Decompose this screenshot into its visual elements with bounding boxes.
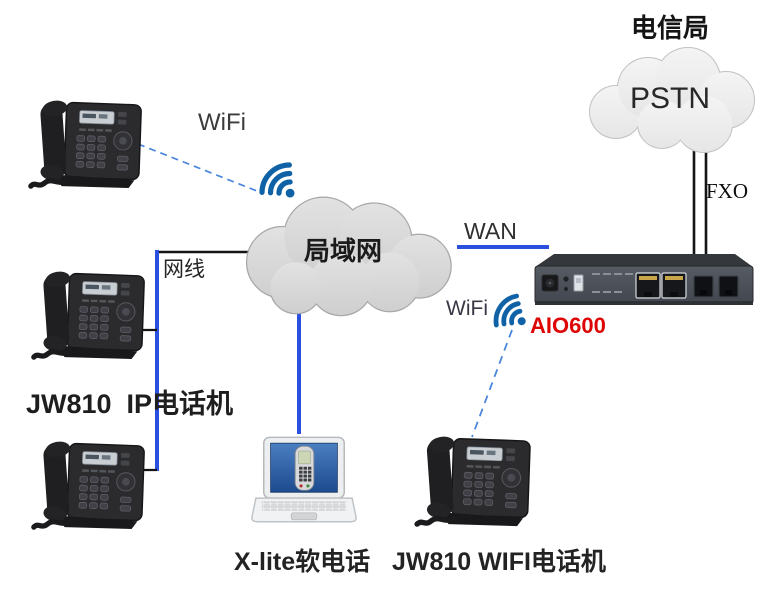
fxo-label: FXO [706, 179, 749, 203]
wifi-dashed-link-wifi-phone [471, 329, 513, 438]
pstn-cloud-label: PSTN [629, 82, 710, 115]
ip-phone-3-image [30, 433, 145, 533]
ip-phone-group-label: JW810 IP电话机 [26, 389, 234, 419]
network-cable-label: 网线 [163, 258, 205, 281]
lan-cloud-label: 局域网 [303, 236, 382, 266]
wifi-phone-image [413, 428, 531, 530]
gateway-device-image [534, 253, 754, 306]
telecom-office-label: 电信局 [631, 13, 710, 43]
laptop-softphone-image [251, 436, 357, 523]
gateway-model-label: AIO600 [530, 313, 606, 338]
softphone-label: X-lite软电话 [234, 548, 371, 576]
wan-label: WAN [464, 218, 517, 244]
ip-phone-1-image [27, 92, 142, 192]
ip-phone-2-image [30, 263, 145, 363]
wifi-phone-label: JW810 WIFI电话机 [392, 548, 606, 576]
wifi-dashed-link-phone1 [137, 143, 263, 194]
wifi-label-gateway: WiFi [446, 297, 488, 320]
wifi-label-top: WiFi [198, 109, 246, 136]
